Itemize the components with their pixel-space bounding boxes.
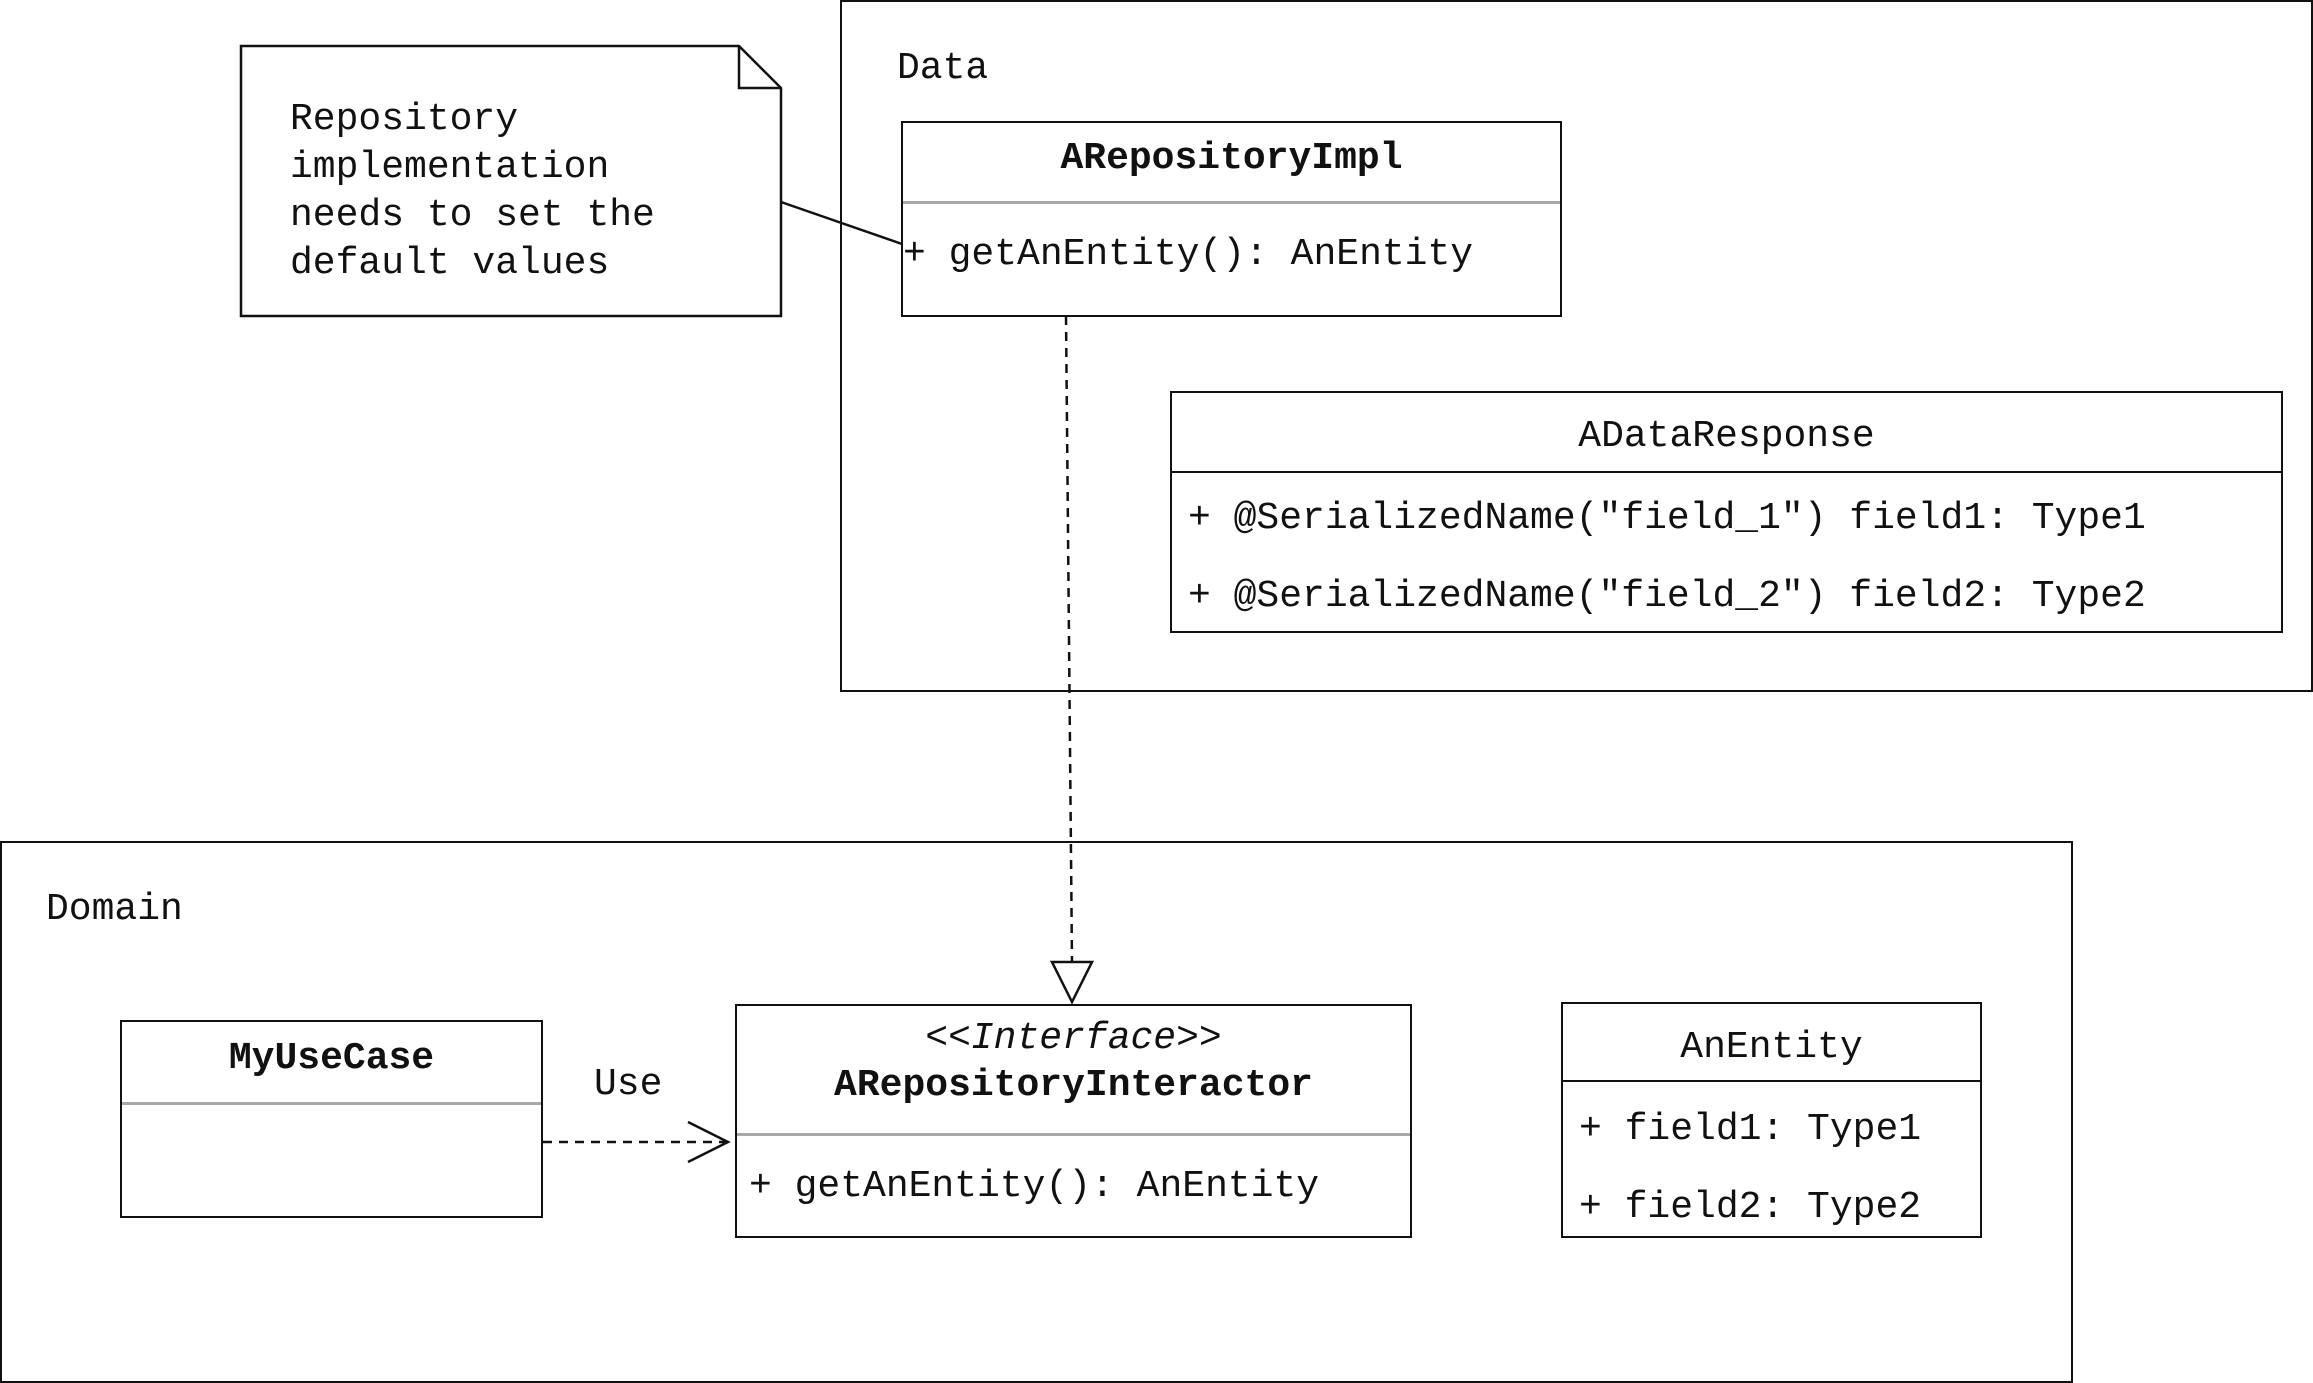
class-name: AnEntity (1680, 1026, 1863, 1069)
class-method: + getAnEntity(): AnEntity (903, 233, 1474, 276)
class-separator (122, 1102, 541, 1105)
class-field: + @SerializedName("field_2") field2: Typ… (1188, 575, 2146, 618)
data-package: Data (840, 0, 2313, 692)
class-anentity[interactable]: AnEntity + field1: Type1 + field2: Type2 (1561, 1002, 1982, 1238)
note-anchor-line (780, 200, 903, 246)
class-name: MyUseCase (228, 1037, 435, 1080)
class-field: + @SerializedName("field_1") field1: Typ… (1188, 497, 2146, 540)
class-method: + getAnEntity(): AnEntity (749, 1165, 1320, 1208)
domain-package: Domain (0, 841, 2073, 1383)
use-dependency-arrowhead (687, 1120, 731, 1164)
class-field: + field2: Type2 (1579, 1186, 1922, 1229)
class-field: + field1: Type1 (1579, 1108, 1922, 1151)
domain-package-label: Domain (46, 888, 183, 931)
class-separator (903, 201, 1560, 204)
class-separator (737, 1133, 1410, 1136)
note-line: implementation (290, 146, 610, 189)
class-arepositoryimpl[interactable]: ARepositoryImpl + getAnEntity(): AnEntit… (901, 121, 1562, 317)
note-fold (737, 46, 781, 90)
class-name: ARepositoryImpl (1060, 137, 1403, 180)
note-text: Repository implementation needs to set t… (290, 96, 655, 288)
class-name: ARepositoryInteractor (834, 1064, 1313, 1107)
realization-arrowhead (1049, 960, 1095, 1005)
class-arepositoryinteractor[interactable]: <<Interface>> ARepositoryInteractor + ge… (735, 1004, 1412, 1238)
class-separator (1172, 471, 2281, 473)
use-dependency-label: Use (594, 1063, 663, 1106)
class-myusecase[interactable]: MyUseCase (120, 1020, 543, 1218)
class-separator (1563, 1080, 1980, 1082)
note-line: Repository (290, 98, 519, 141)
realization-line (1064, 315, 1074, 963)
class-name: ADataResponse (1578, 415, 1875, 458)
class-adataresponse[interactable]: ADataResponse + @SerializedName("field_1… (1170, 391, 2283, 633)
note-line: default values (290, 242, 610, 285)
class-stereotype: <<Interface>> (925, 1017, 1222, 1060)
note-line: needs to set the (290, 194, 655, 237)
data-package-label: Data (897, 47, 989, 90)
